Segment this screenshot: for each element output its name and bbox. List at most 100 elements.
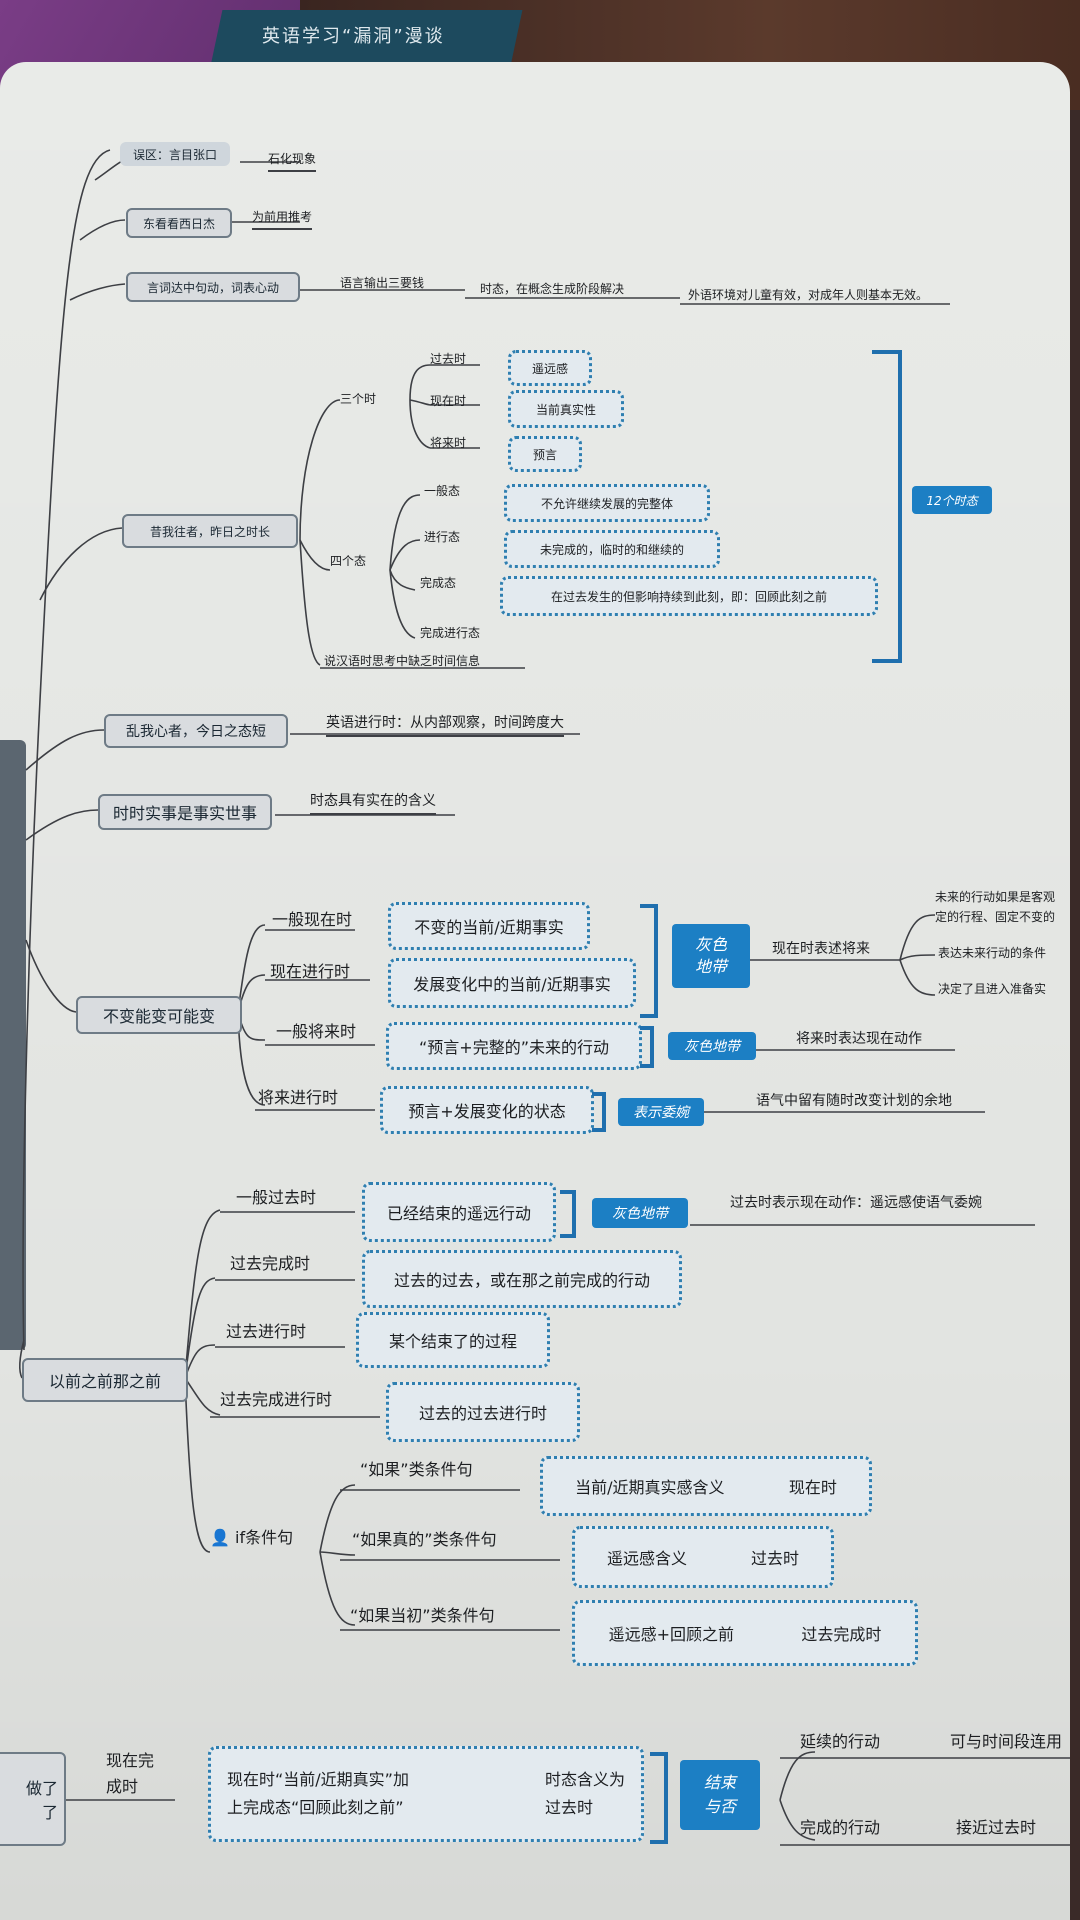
note-simple-past: 已经结束的遥远行动 [362,1182,556,1242]
note-present-perfect-desc: 现在时“当前/近期真实”加 上完成态“回顾此刻之前” [227,1766,409,1822]
note-simple-future-label: “预言+完整的”未来的行动 [419,1038,609,1057]
badge-end-or-not-line1: 结束 [703,1773,736,1792]
leaf-future-objective-2: 定的行程、固定不变的 [935,910,1056,924]
note-progressive: 未完成的，临时的和继续的 [504,530,720,568]
note-present-perfect-desc-line1: 现在时“当前/近期真实”加 [227,1770,409,1789]
link-change [25,939,77,1013]
note-future-label: 预言 [532,447,557,462]
bracket-gray3 [560,1190,576,1238]
node-future-progressive: 将来进行时 [258,1088,339,1107]
book-cover-title: 英语学习“漏洞”漫谈 [262,26,445,47]
link-root3 [69,283,126,301]
badge-end-or-not: 结束 与否 [680,1760,760,1830]
node-change: 不变能变可能变 [76,996,242,1034]
note-missing-time: 说汉语时思考中缺乏时间信息 [324,654,481,668]
bracket-gray2 [640,1026,654,1068]
leaf-environment: 外语环境对儿童有效，对成年人则基本无效。 [688,288,929,302]
node-present-progressive: 现在进行时 [270,962,351,981]
leaf-past-polite: 过去时表示现在动作：遥远感使语气委婉 [730,1195,982,1211]
note-simple-present: 不变的当前/近期事实 [388,902,590,950]
trunk-line [22,149,111,1351]
note-perfect-label: 在过去发生的但影响持续到此刻，即：回顾此刻之前 [550,589,827,604]
note-if-really-tense: 过去时 [750,1549,799,1568]
note-past-perfect-progressive: 过去的过去进行时 [386,1382,580,1442]
node-tense: 昔我往者，昨日之时长 [122,514,298,548]
node-if-really: “如果真的”类条件句 [352,1530,497,1549]
node-misconception-label: 误区：言目张口 [132,147,217,162]
leaf-flexible-plan: 语气中留有随时改变计划的余地 [756,1093,952,1109]
leaf-future-decided: 决定了且进入准备实 [938,982,1047,996]
note-present-progressive-label: 发展变化中的当前/近期事实 [413,975,611,994]
node-progressive: 进行态 [424,530,461,544]
note-past-perfect-progressive-label: 过去的过去进行时 [418,1404,547,1423]
note-present: 当前真实性 [508,390,624,428]
note-if-real: 当前/近期真实感含义 现在时 [540,1456,872,1516]
node-if-clause: 👤 if条件句 [210,1524,293,1548]
node-did-line1: 做了 [25,1779,58,1798]
note-present-progressive: 发展变化中的当前/近期事实 [388,958,636,1008]
node-did-line2: 了 [41,1803,58,1822]
note-simple-past-label: 已经结束的遥远行动 [386,1204,531,1223]
node-chaos-label: 乱我心者，今日之态短 [126,724,266,740]
node-simple-present: 一般现在时 [272,910,353,929]
bracket-end [650,1752,668,1844]
link-fact [25,809,99,841]
note-perfect: 在过去发生的但影响持续到此刻，即：回顾此刻之前 [500,576,878,616]
node-perfect-progressive: 完成进行态 [420,626,481,640]
bracket-polite [592,1092,606,1132]
badge-gray-zone-3-label: 灰色地带 [612,1206,668,1222]
note-if-really-label: 遥远感含义 [606,1549,687,1568]
note-present-perfect-desc-line2: 上完成态“回顾此刻之前” [227,1798,404,1817]
badge-end-or-not-line2: 与否 [703,1797,736,1816]
root-node-edge [0,740,26,1350]
node-perfect: 完成态 [420,576,457,590]
badge-twelve-tenses-label: 12个时态 [926,493,978,508]
node-if-past: “如果当初”类条件句 [350,1606,495,1625]
note-past-progressive-label: 某个结束了的过程 [388,1332,517,1351]
link-before [19,1339,25,1379]
leaf-completed: 完成的行动 [800,1818,881,1837]
note-future: 预言 [508,436,582,472]
node-chaos: 乱我心者，今日之态短 [104,714,288,748]
leaf-present-for-future: 现在时表述将来 [772,941,870,957]
node-if-clause-label: if条件句 [235,1528,294,1547]
node-did: 做了 了 [0,1752,66,1846]
node-simple: 一般态 [424,484,461,498]
node-past-perfect: 过去完成时 [230,1254,311,1273]
node-fact: 时时实事是事实世事 [98,794,272,830]
leaf-future-condition: 表达未来行动的条件 [938,946,1047,960]
node-present: 现在时 [430,394,467,408]
leaf-progressive-view: 英语进行时：从内部观察，时间跨度大 [326,712,564,737]
note-if-past-label: 遥远感+回顾之前 [608,1625,735,1644]
note-past-progressive: 某个结束了的过程 [356,1312,550,1368]
node-fact-label: 时时实事是事实世事 [112,804,257,823]
note-past-perfect-label: 过去的过去，或在那之前完成的行动 [393,1271,650,1290]
note-simple-present-label: 不变的当前/近期事实 [414,918,564,937]
leaf-near-past: 接近过去时 [956,1818,1037,1837]
note-progressive-label: 未完成的，临时的和继续的 [539,542,684,557]
node-look-around-label: 东看看西日杰 [142,216,215,231]
badge-gray-zone-1-line2: 地带 [694,957,727,976]
node-three-tenses: 三个时 [340,392,377,406]
node-simple-past: 一般过去时 [236,1188,317,1207]
leaf-output: 语言输出三要钱 [340,276,425,290]
node-tense-label: 昔我往者，昨日之时长 [149,524,270,539]
note-present-perfect-meaning: 时态含义为 过去时 [545,1766,625,1822]
note-if-really: 遥远感含义 过去时 [572,1526,834,1588]
note-present-perfect-meaning-line2: 过去时 [544,1798,593,1817]
node-present-perfect: 现在完 成时 [106,1748,154,1800]
node-simple-future: 一般将来时 [276,1022,357,1041]
note-present-label: 当前真实性 [535,402,596,417]
note-simple-future: “预言+完整的”未来的行动 [386,1022,642,1070]
link-root2 [79,219,126,241]
node-if-real: “如果”类条件句 [360,1460,473,1479]
note-if-past: 遥远感+回顾之前 过去完成时 [572,1600,918,1666]
note-if-past-tense: 过去完成时 [801,1625,882,1644]
link-chaos [25,729,105,771]
note-simple-label: 不允许继续发展的完整体 [540,496,673,511]
leaf-future-present-action: 将来时表达现在动作 [796,1031,922,1047]
note-present-perfect: 现在时“当前/近期真实”加 上完成态“回顾此刻之前” 时态含义为 过去时 [208,1746,644,1842]
note-past: 遥远感 [508,350,592,386]
badge-polite-label: 表示委婉 [633,1105,689,1121]
